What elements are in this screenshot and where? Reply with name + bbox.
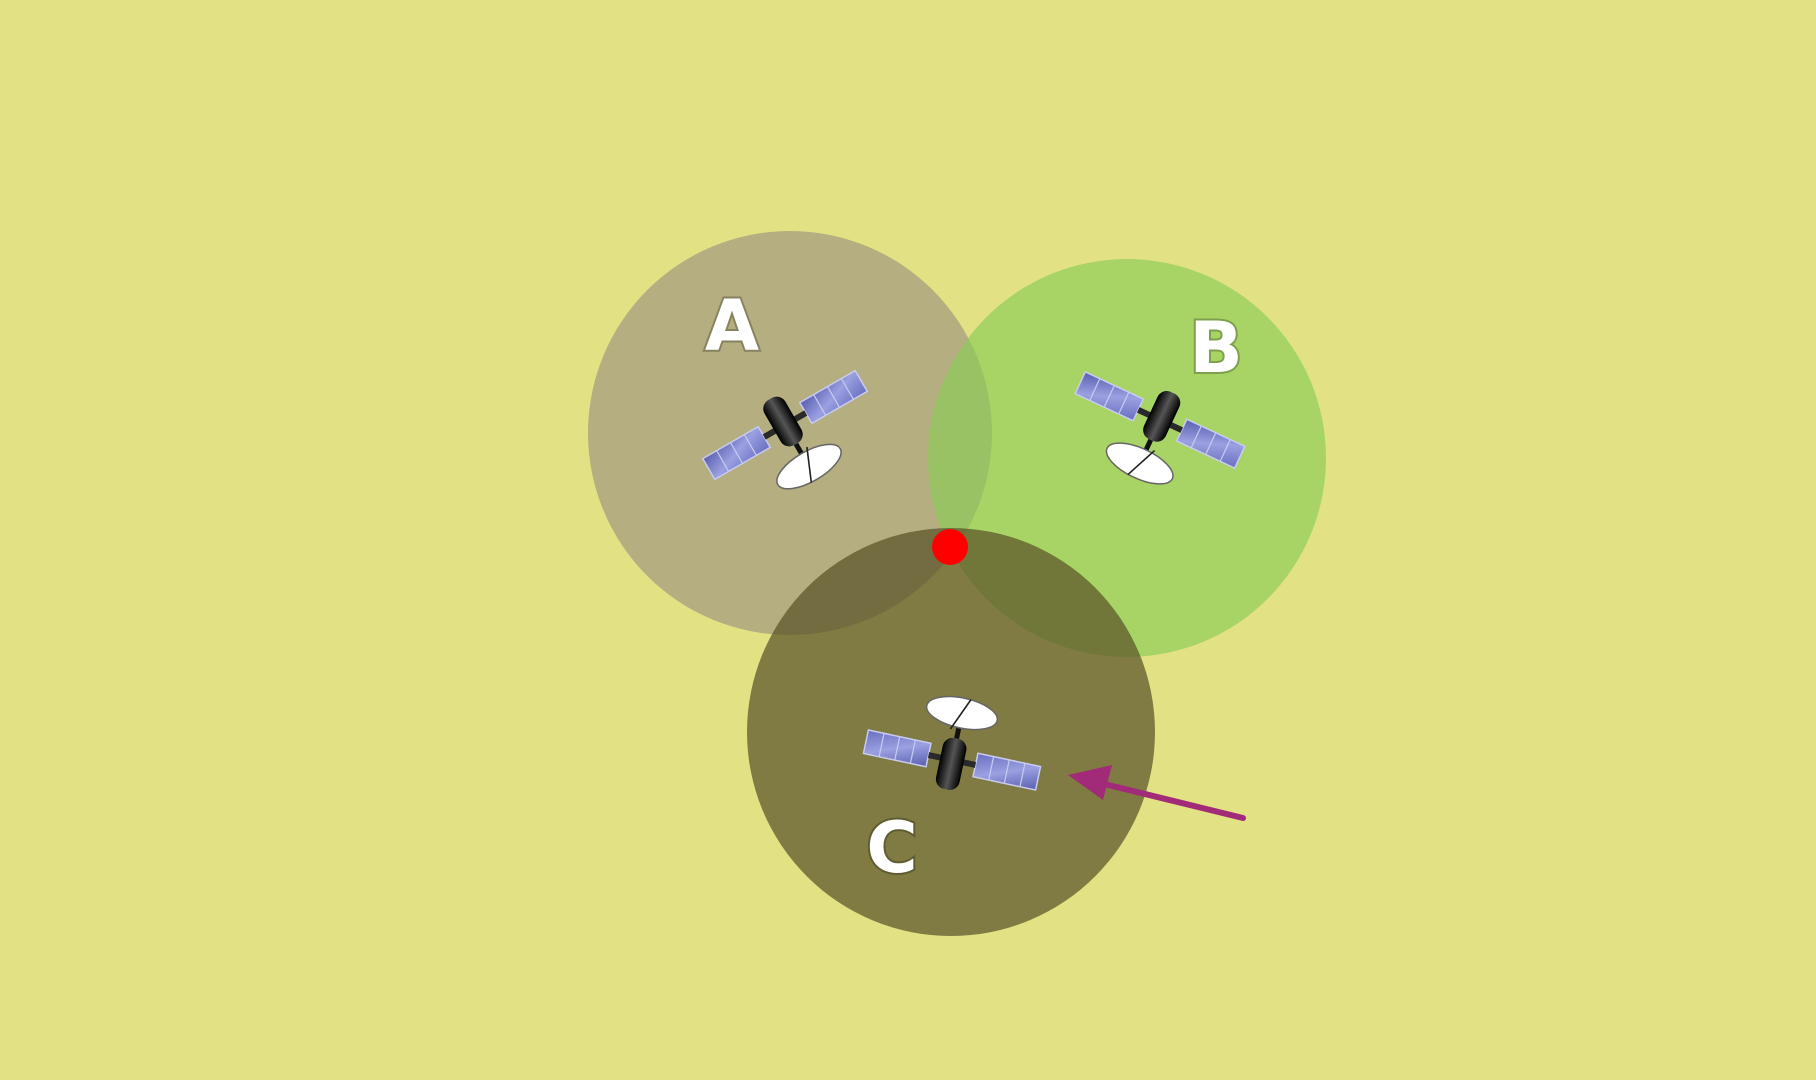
arrow-icon	[1068, 765, 1246, 821]
coverage-circle-c	[747, 528, 1155, 936]
satellite-label-a: A	[705, 285, 759, 367]
position-dot	[932, 529, 968, 565]
satellite-label-b: B	[1189, 307, 1242, 389]
satellite-label-c: C	[866, 807, 917, 889]
